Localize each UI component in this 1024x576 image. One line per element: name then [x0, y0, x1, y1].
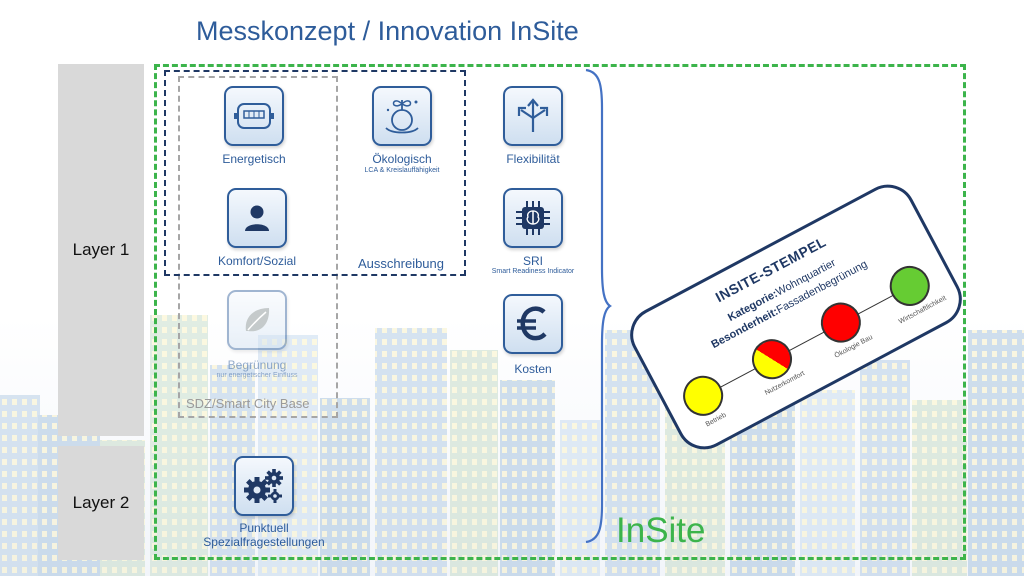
begruenung-tile[interactable] — [227, 290, 287, 350]
gears-icon — [244, 469, 283, 503]
sdz-label: SDZ/Smart City Base — [186, 396, 310, 411]
layer-2-label: Layer 2 — [72, 493, 130, 512]
flexibilitaet-label: Flexibilität — [506, 152, 560, 166]
oekologisch-tile[interactable] — [372, 86, 432, 146]
insite-label: InSite — [616, 511, 706, 550]
layer-1-label: Layer 1 — [72, 240, 130, 259]
sdz-box — [178, 76, 338, 418]
kosten-tile[interactable] — [503, 294, 563, 354]
komfort-label: Komfort/Sozial — [217, 254, 297, 268]
kosten-label: Kosten — [514, 362, 552, 376]
person-icon — [245, 205, 269, 231]
curly-brace — [585, 68, 612, 544]
flexibilitaet-tile[interactable] — [503, 86, 563, 146]
oekologisch-label: Ökologisch — [372, 152, 432, 166]
oekologisch-sublabel: LCA & Kreislauffähigkeit — [364, 167, 440, 174]
begruenung-label: Begrünung — [227, 358, 287, 372]
layer-2-bar: Layer 2 — [58, 446, 144, 560]
layer-1-bar: Layer 1 — [58, 64, 144, 436]
sri-tile[interactable] — [503, 188, 563, 248]
ausschreibung-label: Ausschreibung — [358, 256, 444, 271]
sri-sublabel: Smart Readiness Indicator — [491, 268, 575, 275]
three-arrows-icon — [517, 98, 549, 132]
euro-icon — [517, 306, 547, 341]
energy-meter-icon — [234, 103, 274, 129]
page-title: Messkonzept / Innovation InSite — [196, 16, 579, 46]
plant-globe-icon — [385, 100, 419, 134]
komfort-tile[interactable] — [227, 188, 287, 248]
punktuell-label-2: Spezialfragestellungen — [203, 535, 325, 549]
leaf-icon — [245, 308, 270, 332]
insite-box — [154, 64, 966, 560]
begruenung-sublabel: nur energetischer Einfluss — [216, 372, 298, 379]
punktuell-tile[interactable] — [234, 456, 294, 516]
punktuell-label: Punktuell — [239, 521, 289, 535]
sri-label: SRI — [522, 254, 544, 268]
ausschreibung-box — [164, 70, 466, 276]
energetisch-label: Energetisch — [222, 152, 286, 166]
energetisch-tile[interactable] — [224, 86, 284, 146]
chip-brain-icon — [516, 201, 550, 235]
